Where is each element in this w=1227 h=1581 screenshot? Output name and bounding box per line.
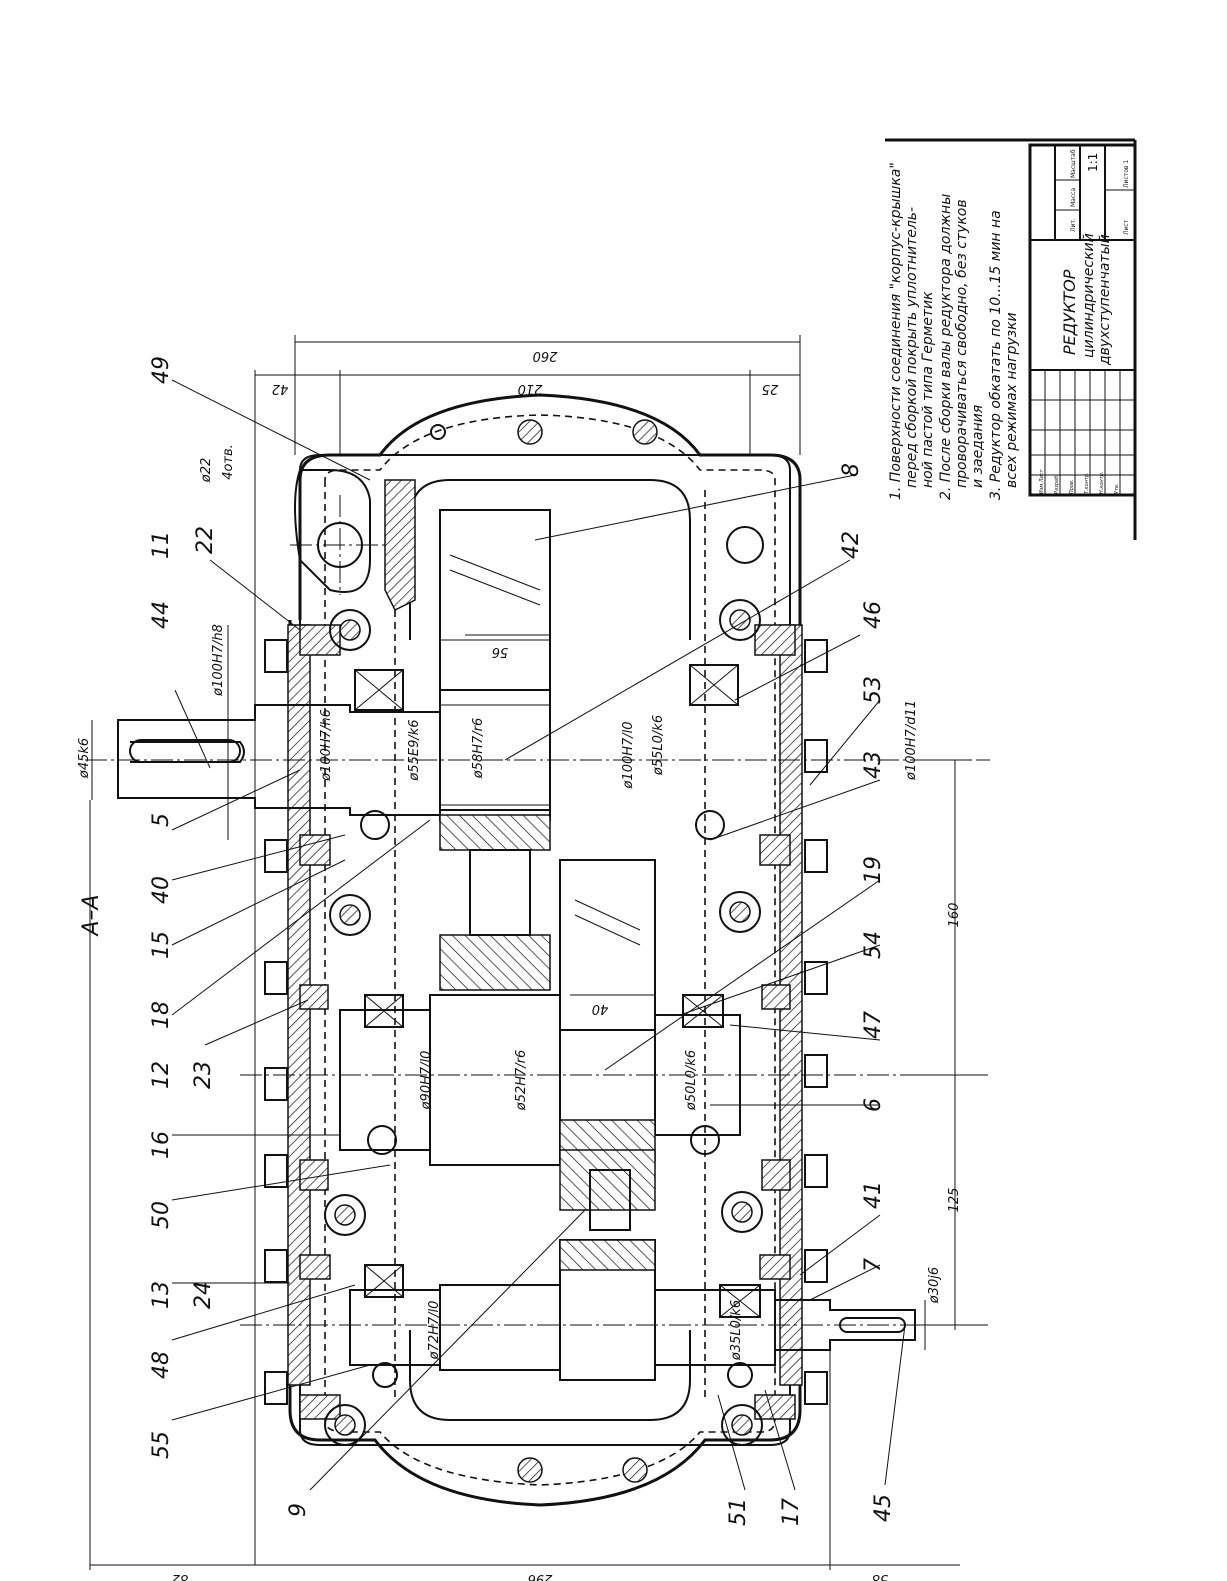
fit-58h7-r6: ø58H7/r6 bbox=[471, 718, 486, 780]
part-label: 43 bbox=[861, 751, 886, 779]
part-label: 42 bbox=[839, 531, 864, 559]
bearing-wall-right bbox=[754, 624, 803, 1420]
note-line: 2. После сборки валы редуктора должны bbox=[938, 194, 954, 500]
dim-210: 210 bbox=[518, 381, 543, 396]
dim-58: 58 bbox=[872, 1571, 889, 1581]
dim-42: 42 bbox=[272, 381, 289, 396]
dim-40: 40 bbox=[592, 1001, 609, 1016]
part-label: 48 bbox=[149, 1351, 174, 1379]
fit-45k6: ø45k6 bbox=[77, 738, 92, 779]
note-line: и заедания bbox=[970, 405, 986, 488]
part-label: 50 bbox=[149, 1201, 174, 1229]
dim-82: 82 bbox=[172, 1571, 189, 1581]
sheet-label: Лист bbox=[1123, 219, 1130, 235]
title-block: РЕДУКТОР цилиндрический двухступенчатый … bbox=[885, 138, 1137, 540]
dimension-texts: 260 210 42 25 ø22 4отв. 56 40 160 125 29… bbox=[172, 348, 962, 1581]
part-label: 55 bbox=[149, 1431, 174, 1459]
section-label: А–А bbox=[79, 894, 104, 937]
part-label: 18 bbox=[149, 1001, 174, 1029]
fit-55l0-k6: ø55L0/k6 bbox=[651, 715, 666, 776]
dim-25: 25 bbox=[762, 381, 779, 396]
dim-125: 125 bbox=[947, 1188, 962, 1213]
dim-160: 160 bbox=[947, 903, 962, 928]
dim-260: 260 bbox=[533, 348, 558, 363]
part-label: 16 bbox=[149, 1131, 174, 1159]
technical-notes: 1. Поверхности соединения "корпус-крышка… bbox=[888, 162, 1020, 500]
note-line: проворачиваться свободно, без стуков bbox=[954, 199, 970, 488]
fit-52h7-r6: ø52H7/r6 bbox=[514, 1050, 529, 1112]
output-shaft bbox=[240, 1149, 990, 1388]
part-label: 44 bbox=[149, 601, 174, 629]
dim-d22: ø22 bbox=[199, 458, 214, 484]
part-labels-left: 49 22 11 44 5 40 15 18 12 23 16 50 13 24… bbox=[149, 356, 896, 1526]
dim-holes: 4отв. bbox=[221, 444, 236, 480]
col-mass: Масса bbox=[1070, 188, 1077, 207]
scale-text: 1:1 bbox=[1086, 153, 1100, 172]
part-label: 53 bbox=[861, 676, 886, 704]
part-label: 46 bbox=[861, 601, 886, 629]
part-label: 17 bbox=[779, 1498, 804, 1526]
part-label: 6 bbox=[861, 1098, 886, 1112]
dim-56: 56 bbox=[492, 644, 509, 659]
fit-100h7-h6: ø100H7/h6 bbox=[319, 709, 334, 782]
part-label: 24 bbox=[191, 1281, 216, 1309]
leader-lines bbox=[171, 379, 906, 1491]
part-label: 5 bbox=[149, 813, 174, 827]
part-label: 54 bbox=[861, 931, 886, 959]
part-label: 49 bbox=[149, 356, 174, 384]
part-label: 40 bbox=[149, 876, 174, 904]
lifting-lug bbox=[290, 469, 416, 612]
intermediate-gear-top bbox=[439, 509, 551, 991]
row-label: Н.контр. bbox=[1099, 472, 1105, 494]
part-label: 13 bbox=[149, 1281, 174, 1309]
fit-100h7-d11: ø100H7/d11 bbox=[904, 700, 919, 781]
title-text: РЕДУКТОР bbox=[1060, 269, 1079, 355]
part-label: 9 bbox=[286, 1503, 311, 1517]
col-scale: Масштаб bbox=[1070, 149, 1077, 178]
fit-55e9-k6: ø55E9/k6 bbox=[407, 719, 422, 781]
part-label: 51 bbox=[726, 1498, 751, 1526]
part-label: 15 bbox=[149, 931, 174, 959]
housing-flange bbox=[288, 393, 802, 1507]
fit-35l0-k6: ø35L0/k6 bbox=[729, 1300, 744, 1361]
fit-30j6: ø30j6 bbox=[927, 1267, 942, 1304]
row-label: Т.контр. bbox=[1084, 472, 1090, 494]
part-label: 45 bbox=[871, 1494, 896, 1522]
fit-50l0-k6: ø50L0/k6 bbox=[684, 1050, 699, 1111]
note-line: перед сборкой покрыть уплотнитель- bbox=[904, 207, 920, 488]
part-label: 22 bbox=[193, 526, 218, 554]
part-label: 11 bbox=[149, 531, 174, 559]
part-label: 7 bbox=[861, 1258, 886, 1272]
row-label: Утв. bbox=[1114, 484, 1120, 495]
note-line: 1. Поверхности соединения "корпус-крышка… bbox=[888, 162, 904, 500]
part-label: 19 bbox=[861, 856, 886, 884]
part-labels-right: 8 42 46 53 43 19 54 47 6 41 7 bbox=[839, 463, 886, 1272]
col-lit: Лит. bbox=[1070, 218, 1077, 232]
dim-296: 296 bbox=[528, 1571, 553, 1581]
note-line: ной пастой типа Герметик bbox=[920, 291, 936, 488]
row-label: Пров. bbox=[1069, 479, 1075, 494]
subtitle-text: цилиндрический bbox=[1081, 233, 1097, 358]
note-line: всех режимах нагрузки bbox=[1004, 312, 1020, 488]
part-label: 47 bbox=[861, 1011, 886, 1039]
part-label: 41 bbox=[861, 1181, 886, 1209]
part-label: 8 bbox=[839, 463, 864, 477]
bolt-bosses bbox=[324, 419, 764, 1483]
fit-72h7-l0: ø72H7/l0 bbox=[427, 1301, 442, 1361]
fit-annotations: ø100H7/h8 ø45k6 ø100H7/h6 ø55E9/k6 ø58H7… bbox=[77, 624, 942, 1361]
fit-100h7-l0: ø100H7/l0 bbox=[621, 721, 636, 789]
sheets-label: Листов 1 bbox=[1123, 160, 1130, 188]
part-label: 12 bbox=[149, 1061, 174, 1089]
fit-100h7-h8: ø100H7/h8 bbox=[211, 624, 226, 697]
note-line: 3. Редуктор обкатать по 10...15 мин на bbox=[988, 210, 1004, 500]
fit-90h7-l0: ø90H7/l0 bbox=[419, 1051, 434, 1111]
part-label: 23 bbox=[191, 1061, 216, 1089]
row-label: Изм.Лист bbox=[1039, 468, 1045, 494]
subtitle-text: двухступенчатый bbox=[1097, 234, 1113, 366]
row-label: Разраб. bbox=[1054, 474, 1060, 494]
